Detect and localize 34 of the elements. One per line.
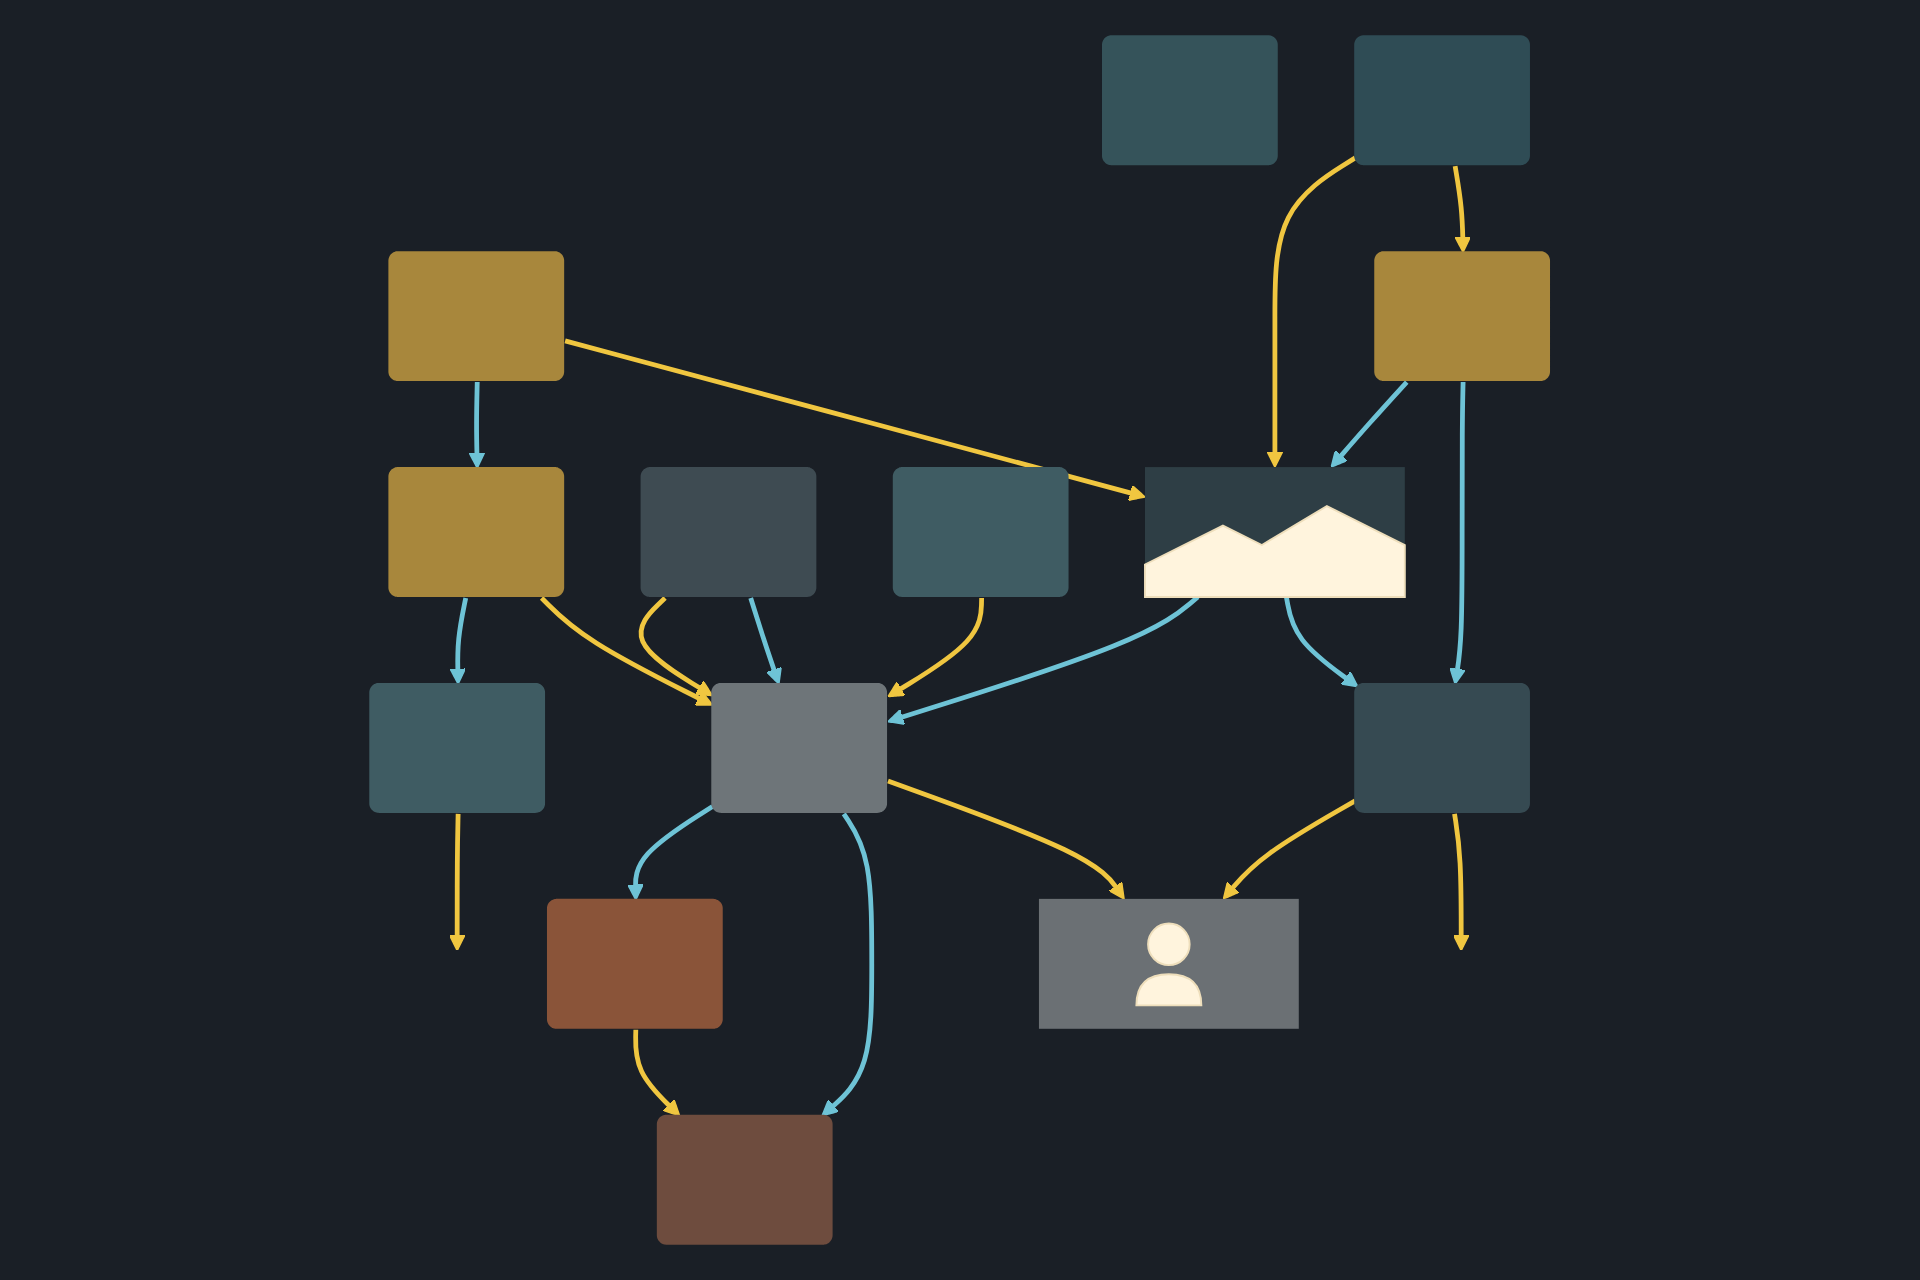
- arrow: [1330, 380, 1409, 468]
- arrow: [887, 597, 985, 698]
- arrow: [633, 1029, 681, 1117]
- arrow: [449, 597, 469, 685]
- arrow: [540, 596, 714, 706]
- arrow: [887, 778, 1126, 900]
- document-card: [1354, 682, 1531, 813]
- arrow: [639, 596, 714, 697]
- document-card: [1354, 35, 1531, 166]
- document-card: [1374, 251, 1551, 382]
- arrow: [1284, 596, 1359, 688]
- arrow: [1449, 382, 1467, 685]
- arrow: [627, 804, 715, 901]
- arrow: [1452, 813, 1470, 952]
- document-card: [893, 467, 1069, 597]
- arrow: [1223, 798, 1357, 900]
- arrow: [449, 813, 466, 952]
- document-card: [369, 682, 546, 813]
- arrow: [748, 597, 783, 685]
- arrow: [468, 382, 486, 469]
- profile-card: [1039, 898, 1300, 1029]
- document-card: [711, 682, 888, 813]
- document-card: [388, 467, 565, 597]
- document-card: [657, 1114, 833, 1245]
- arrow: [821, 812, 875, 1117]
- document-card: [388, 251, 565, 382]
- document-card: [640, 467, 817, 597]
- document-card: [1102, 35, 1279, 166]
- arrow: [1266, 155, 1357, 468]
- arrow: [1453, 165, 1472, 253]
- image-placeholder-card: [1144, 467, 1407, 598]
- document-card: [547, 898, 724, 1029]
- arrow: [887, 595, 1200, 726]
- arrow: [564, 338, 1147, 502]
